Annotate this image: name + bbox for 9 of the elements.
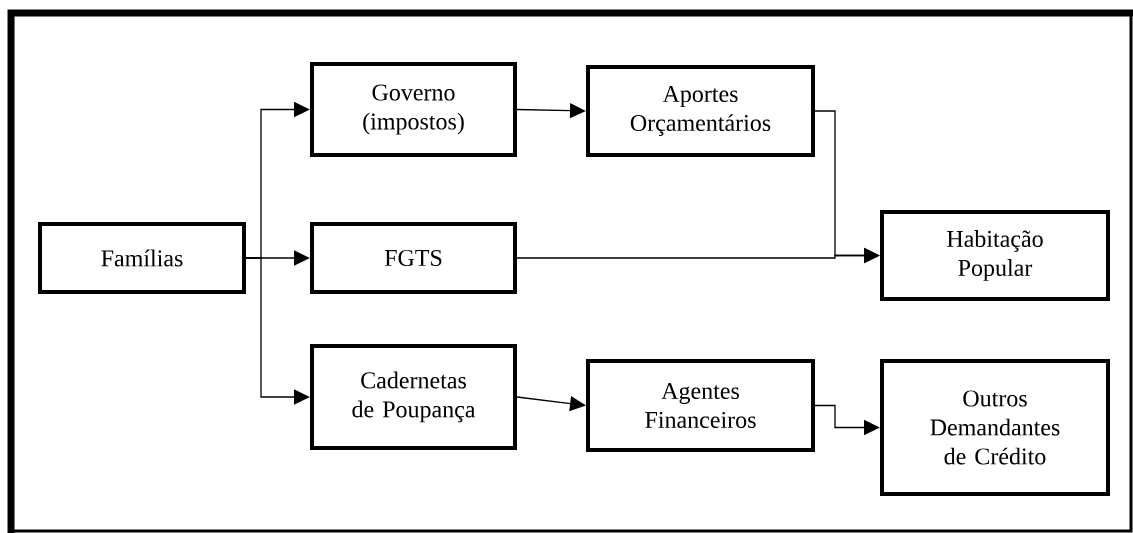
process-box: Governo (impostos) — [310, 62, 517, 157]
process-box: Agentes Financeiros — [586, 359, 815, 452]
process-box: Famílias — [38, 222, 246, 294]
process-box: Cadernetas de Poupança — [310, 344, 517, 450]
process-box: FGTS — [310, 222, 517, 294]
process-box: Aportes Orçamentários — [586, 65, 815, 157]
process-box: Outros Demandantes de Crédito — [880, 359, 1110, 496]
arrow — [245, 257, 310, 405]
process-box: Habitação Popular — [880, 210, 1110, 301]
